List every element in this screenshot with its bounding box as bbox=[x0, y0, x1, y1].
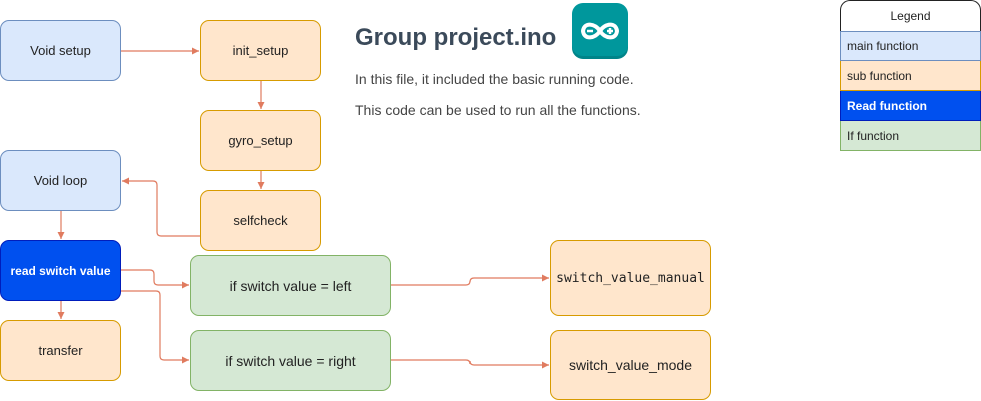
read-switch-value-node: read switch value bbox=[0, 240, 121, 301]
description-line-2: This code can be used to run all the fun… bbox=[355, 102, 641, 118]
legend-label: sub function bbox=[847, 68, 912, 83]
void-loop-node: Void loop bbox=[0, 150, 121, 211]
legend-item-read-function: Read function bbox=[840, 91, 981, 121]
void-loop-label: Void loop bbox=[33, 173, 88, 188]
description-line-1: In this file, it included the basic runn… bbox=[355, 71, 634, 87]
legend-title: Legend bbox=[840, 0, 981, 31]
arduino-logo-icon bbox=[572, 3, 628, 59]
gyro-setup-label: gyro_setup bbox=[228, 133, 293, 148]
legend-item-sub-function: sub function bbox=[840, 61, 981, 91]
switch-value-mode-node: switch_value_mode bbox=[550, 330, 711, 400]
if-switch-left-label: if switch value = left bbox=[229, 277, 352, 294]
legend-item-if-function: If function bbox=[840, 121, 981, 151]
init-setup-node: init_setup bbox=[200, 20, 321, 81]
legend-item-main-function: main function bbox=[840, 31, 981, 61]
if-switch-right-label: if switch value = right bbox=[225, 352, 356, 369]
selfcheck-label: selfcheck bbox=[233, 213, 288, 228]
gyro-setup-node: gyro_setup bbox=[200, 110, 321, 171]
edge-read-switch-to-if-right bbox=[121, 290, 189, 364]
page-title: Group project.ino bbox=[355, 24, 557, 51]
transfer-node: transfer bbox=[0, 320, 121, 381]
legend: Legend main function sub function Read f… bbox=[840, 0, 981, 151]
read-switch-value-label: read switch value bbox=[10, 263, 111, 278]
transfer-label: transfer bbox=[38, 343, 83, 358]
if-switch-left-node: if switch value = left bbox=[190, 255, 391, 316]
switch-value-mode-label: switch_value_mode bbox=[569, 357, 692, 373]
edge-if-right-to-mode bbox=[391, 359, 549, 369]
edge-selfcheck-to-void-loop bbox=[122, 177, 201, 237]
legend-label: main function bbox=[847, 39, 919, 53]
selfcheck-node: selfcheck bbox=[200, 190, 321, 251]
edge-read-switch-to-if-left bbox=[121, 269, 189, 289]
legend-label: Read function bbox=[847, 98, 927, 113]
void-setup-node: Void setup bbox=[0, 20, 121, 81]
init-setup-label: init_setup bbox=[232, 43, 289, 58]
switch-value-manual-node: switch_value_manual bbox=[550, 240, 711, 316]
edge-if-left-to-manual bbox=[391, 274, 549, 286]
switch-value-manual-label: switch_value_manual bbox=[556, 270, 705, 286]
void-setup-label: Void setup bbox=[30, 43, 91, 58]
if-switch-right-node: if switch value = right bbox=[190, 330, 391, 391]
legend-label: If function bbox=[847, 128, 900, 143]
